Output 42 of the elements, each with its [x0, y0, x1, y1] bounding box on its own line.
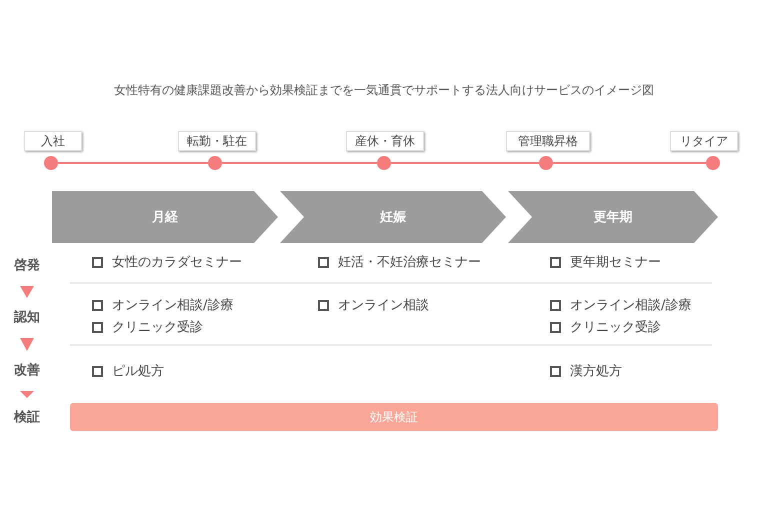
timeline-dot: [377, 156, 391, 170]
list-item: 更年期セミナー: [570, 254, 661, 271]
milestone-label: リタイア: [680, 132, 728, 150]
phase-header-band: [52, 191, 278, 243]
milestone-label: 管理職昇格: [518, 132, 578, 150]
step-label-text: 検証: [14, 409, 40, 426]
step-label-text: 啓発: [14, 257, 40, 274]
bar-label: 効果検証: [370, 408, 418, 426]
phase-header-band: [280, 191, 506, 243]
list-item: 女性のカラダセミナー: [112, 254, 242, 271]
timeline-dot: [208, 156, 222, 170]
milestone-box: [24, 131, 82, 151]
timeline-line: [58, 162, 208, 164]
list-item: オンライン相談/診療: [570, 297, 692, 314]
stage-label: 更年期: [594, 209, 632, 226]
step-label-text: 認知: [14, 309, 40, 326]
list-item: クリニック受診: [570, 319, 661, 336]
stage-label: 月経: [152, 209, 178, 226]
step-label-text: 改善: [14, 362, 40, 379]
list-item: オンライン相談: [338, 297, 429, 314]
phase-header-band: [508, 191, 718, 243]
stage-label: 妊娠: [380, 209, 406, 226]
timeline-dot: [706, 156, 720, 170]
timeline-dot: [539, 156, 553, 170]
list-item: クリニック受診: [112, 319, 203, 336]
milestone-label: 産休・育休: [355, 132, 415, 150]
list-item: オンライン相談/診療: [112, 297, 234, 314]
milestone-box: [178, 131, 256, 151]
timeline-line: [391, 162, 539, 164]
list-item: ピル処方: [112, 363, 164, 380]
diagram-title: 女性特有の健康課題改善から効果検証までを一気通貫でサポートする法人向けサービスのイメージ図: [113, 82, 655, 99]
milestone-label: 入社: [41, 132, 65, 150]
milestone-box: [346, 131, 424, 151]
timeline-line: [553, 162, 706, 164]
milestone-box: [506, 131, 590, 151]
milestone-label: 転勤・駐在: [187, 132, 247, 150]
timeline-dot: [44, 156, 58, 170]
milestone-box: [670, 131, 738, 151]
list-item: 妊活・不妊治療セミナー: [338, 254, 481, 271]
list-item: 漢方処方: [570, 363, 622, 380]
timeline-line: [222, 162, 377, 164]
verification-bar: [70, 403, 718, 431]
